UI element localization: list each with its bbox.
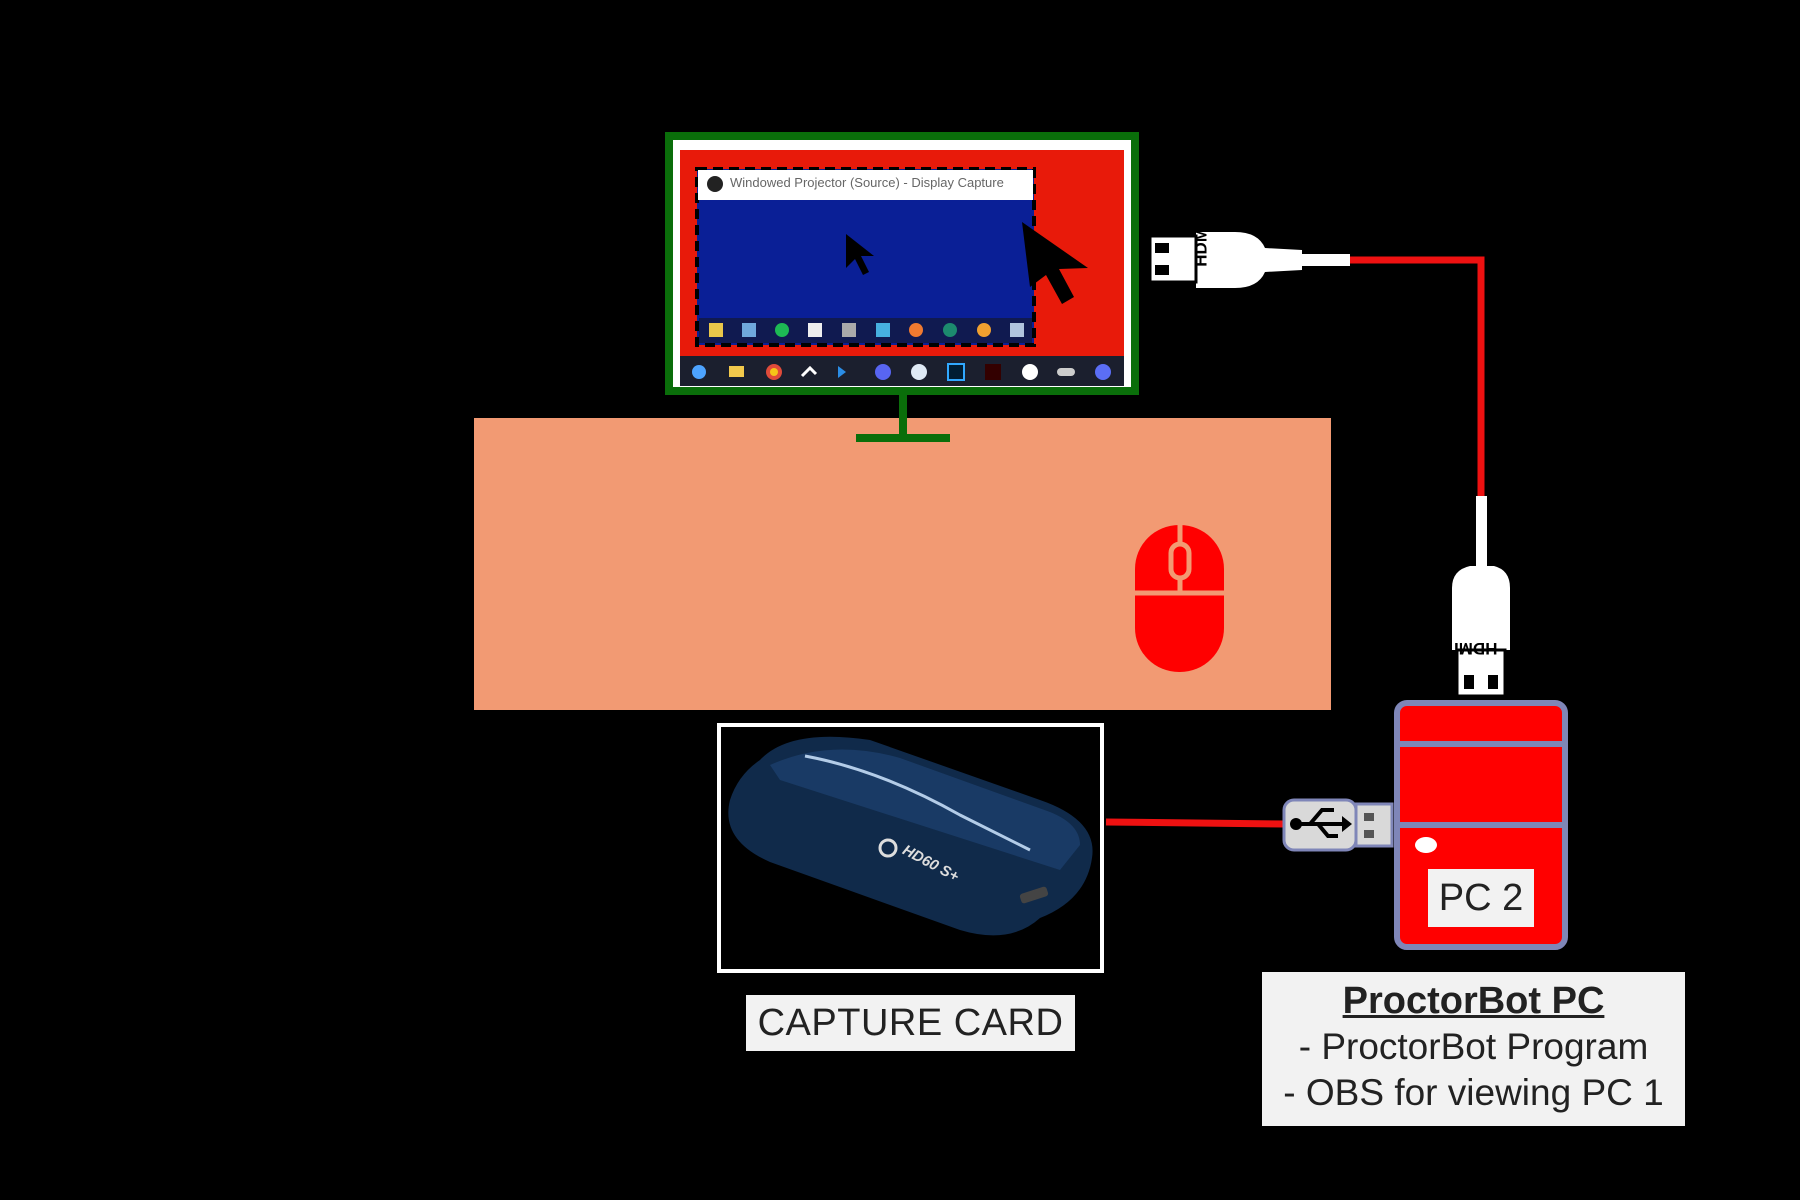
hdmi-cable xyxy=(1302,254,1487,566)
proctorbot-info-box: ProctorBot PC - ProctorBot Program - OBS… xyxy=(1262,972,1685,1126)
proctorbot-line-1: - ProctorBot Program xyxy=(1298,1026,1649,1067)
capture-card-image xyxy=(717,723,1104,973)
hdmi-label-right: HDMI xyxy=(1454,639,1498,658)
proctorbot-title: ProctorBot PC xyxy=(1342,980,1605,1022)
large-cursor-icon xyxy=(1022,222,1088,304)
monitor-base xyxy=(856,434,950,442)
usb-plug-icon xyxy=(1282,798,1394,852)
proctorbot-line-2: - OBS for viewing PC 1 xyxy=(1283,1072,1664,1113)
capture-card-label: CAPTURE CARD xyxy=(746,995,1075,1051)
taskbar-icons xyxy=(692,363,1111,381)
power-light xyxy=(1415,837,1437,853)
pc2-label: PC 2 xyxy=(1428,869,1534,927)
monitor-stand xyxy=(899,395,907,435)
hdmi-plug-icon xyxy=(1452,566,1510,698)
usb-cable xyxy=(1105,818,1287,828)
taskbar xyxy=(680,356,1124,386)
hdmi-plug-icon xyxy=(1148,232,1302,288)
monitor-icon xyxy=(665,132,1139,442)
mouse-icon xyxy=(1135,525,1224,672)
obs-icon xyxy=(707,176,723,192)
tray-icons xyxy=(709,323,1024,337)
hdmi-label-top: HDMI xyxy=(1191,223,1211,267)
projector-titlebar xyxy=(698,170,1033,200)
cursor-icon xyxy=(846,234,874,275)
projector-window-title: Windowed Projector (Source) - Display Ca… xyxy=(730,175,1004,190)
